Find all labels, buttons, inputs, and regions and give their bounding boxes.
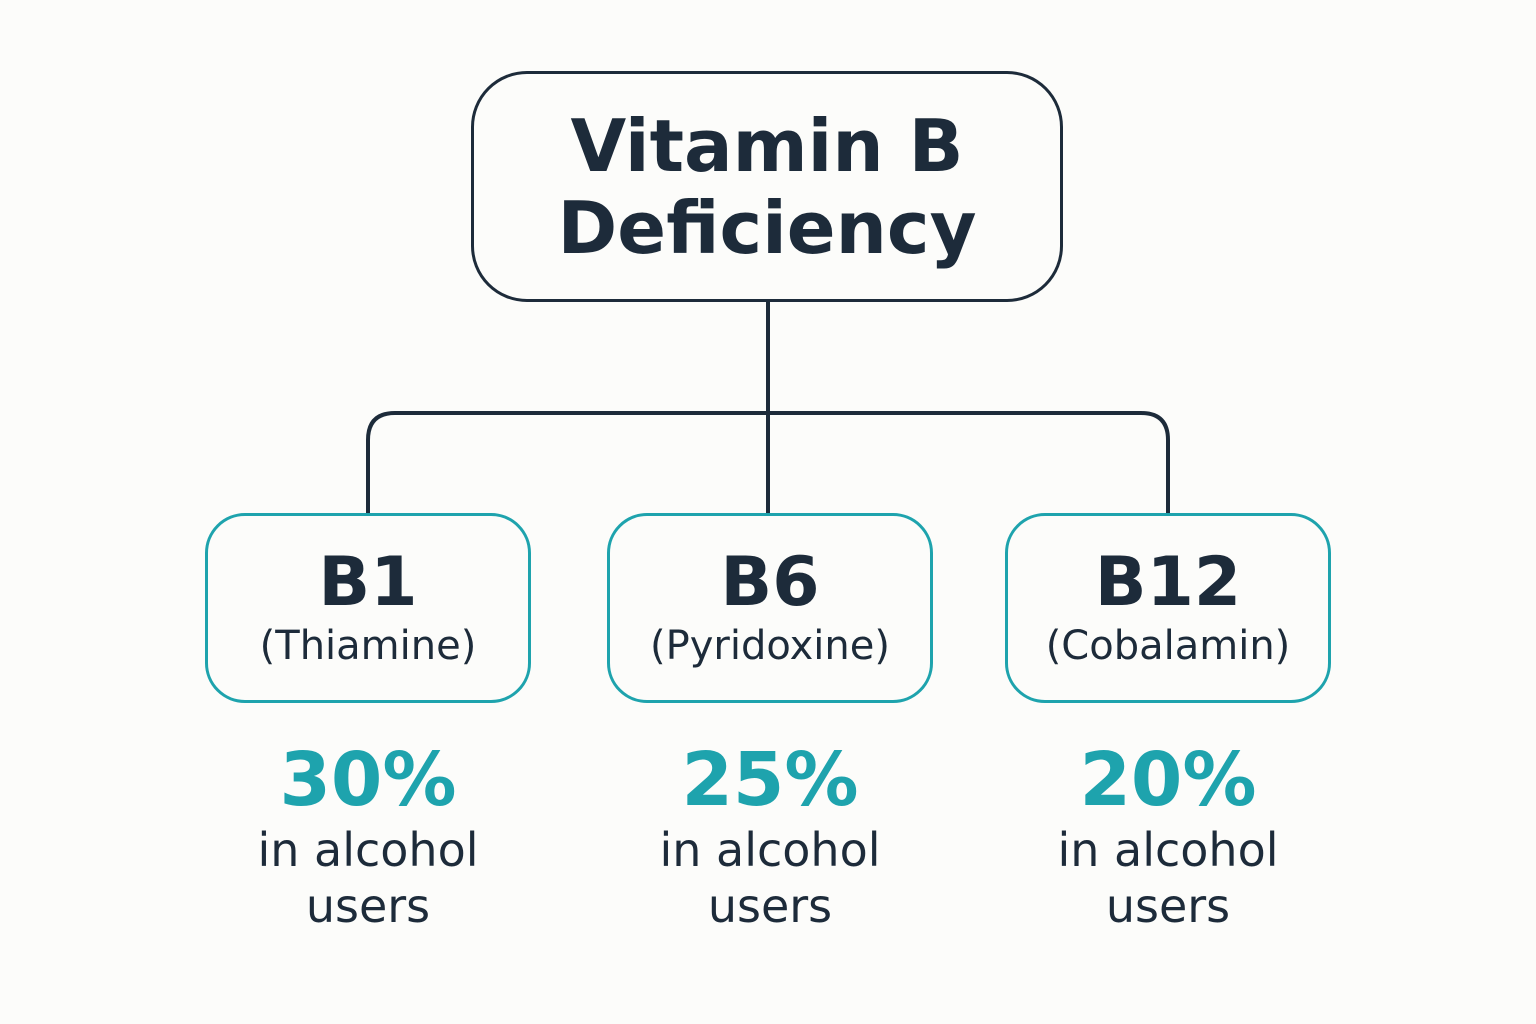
stat-b6: 25% in alcohol users (607, 738, 933, 934)
branch-bar-line (366, 411, 1170, 514)
child-node-b6: B6 (Pyridoxine) (607, 513, 933, 703)
vitamin-name: (Pyridoxine) (650, 623, 890, 669)
stat-percent: 20% (1079, 737, 1257, 823)
child-node-b12: B12 (Cobalamin) (1005, 513, 1331, 703)
stat-description: in alcohol users (659, 823, 881, 933)
stat-percent: 25% (681, 737, 859, 823)
root-node-vitamin-b-deficiency: Vitamin B Deficiency (471, 71, 1063, 302)
stat-b12: 20% in alcohol users (1005, 738, 1331, 934)
vitamin-name: (Thiamine) (259, 623, 477, 669)
vitamin-code: B12 (1094, 543, 1242, 622)
stat-b1: 30% in alcohol users (205, 738, 531, 934)
stat-percent: 30% (279, 737, 457, 823)
child-node-b1: B1 (Thiamine) (205, 513, 531, 703)
root-title-line2: Deficiency (557, 185, 977, 270)
stat-description: in alcohol users (1057, 823, 1279, 933)
vitamin-name: (Cobalamin) (1045, 623, 1291, 669)
vitamin-code: B1 (318, 543, 418, 622)
stat-description: in alcohol users (257, 823, 479, 933)
vitamin-code: B6 (720, 543, 820, 622)
root-title-line1: Vitamin B (570, 103, 964, 188)
